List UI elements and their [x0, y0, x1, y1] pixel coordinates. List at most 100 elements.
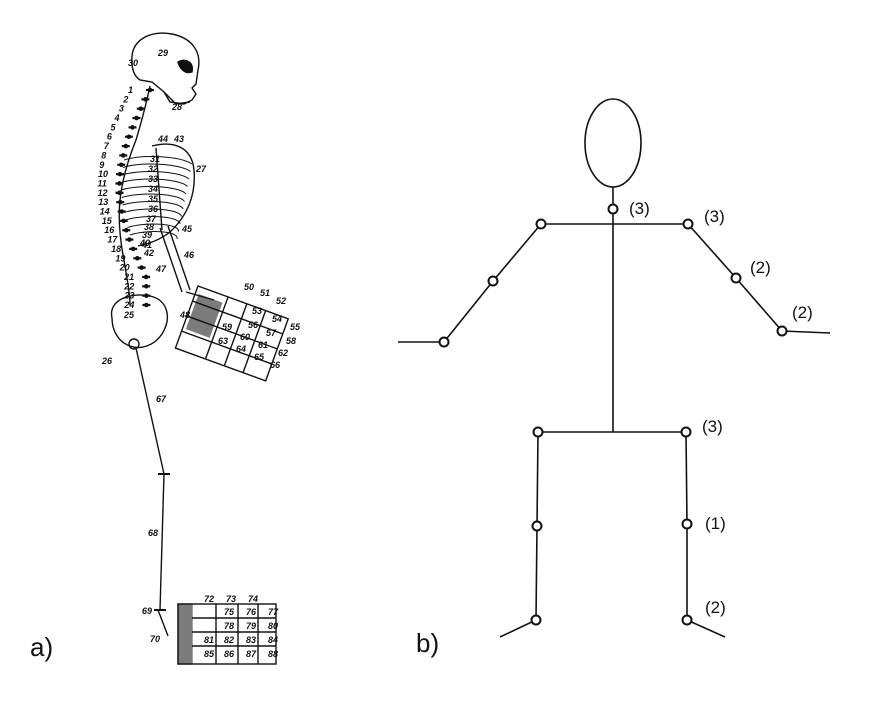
- rib-label: 32: [148, 164, 158, 174]
- rib-label: 38: [144, 222, 154, 232]
- vertebra-label: 22: [123, 281, 134, 291]
- vertebra-label: 4: [114, 113, 120, 123]
- pelvis: [110, 294, 169, 349]
- vertebra-joint: [117, 190, 122, 196]
- vertebra-joint: [121, 218, 126, 224]
- vertebra-joint: [135, 255, 140, 261]
- right-thigh: [685, 431, 688, 525]
- jaw: [163, 91, 191, 105]
- foot-grid: [177, 603, 277, 665]
- pelvis-label: 26: [101, 356, 113, 366]
- vertebra-label: 7: [104, 141, 110, 151]
- hand-label: 66: [270, 360, 281, 370]
- rib-label: 41: [141, 240, 152, 250]
- vertebra-joint: [118, 162, 124, 168]
- hand-label: 57: [266, 328, 277, 338]
- vertebra-label: 9: [99, 160, 104, 170]
- vertebra-joint: [130, 246, 136, 252]
- hand-label: 53: [252, 306, 262, 316]
- vertebra-joint: [147, 87, 153, 93]
- hand-label: 63: [218, 336, 228, 346]
- vertebra-joint: [143, 274, 149, 280]
- foot-label: 76: [246, 607, 257, 617]
- hand-grid: [174, 285, 290, 382]
- vertebra-joint: [120, 153, 126, 158]
- dof-labels: (3) (3) (2) (2) (3) (1) (2): [629, 199, 813, 617]
- head: [584, 98, 642, 188]
- skull-label: 29: [157, 48, 168, 58]
- rib: [121, 193, 185, 202]
- leg-label: 70: [150, 634, 160, 644]
- vertebra-label: 12: [97, 188, 107, 198]
- vertebra-joint: [130, 125, 135, 130]
- hand-label: 60: [240, 332, 250, 342]
- left-elbow-joint: [487, 275, 499, 287]
- leg-label: 68: [148, 528, 158, 538]
- hand-label: 65: [254, 352, 265, 362]
- rib: [124, 156, 193, 165]
- left-forearm: [443, 280, 494, 343]
- ankle: [157, 609, 169, 637]
- foot-label: 80: [268, 621, 278, 631]
- left-wrist-joint: [438, 336, 450, 348]
- rib-label: 34: [148, 184, 158, 194]
- dof-label-neck: (3): [629, 199, 650, 218]
- rib-label: 43: [173, 134, 184, 144]
- stick-figure-joints: [438, 203, 788, 626]
- hand-label: 64: [236, 344, 246, 354]
- vertebra-joint: [144, 302, 149, 308]
- hand-label: 58: [286, 336, 296, 346]
- panel-a-label: a): [30, 632, 53, 662]
- right-ankle-joint: [681, 614, 693, 626]
- rib: [122, 163, 191, 172]
- neck-joint: [607, 203, 619, 215]
- hand-label: 59: [222, 322, 232, 332]
- arm-label: 48: [179, 310, 190, 320]
- left-shank: [535, 525, 538, 621]
- hip-joint: [128, 338, 140, 350]
- hand-label: 61: [258, 340, 268, 350]
- vertebrae: [115, 87, 170, 611]
- left-knee-joint: [531, 520, 543, 532]
- vertebra-label: 17: [107, 235, 118, 245]
- vertebra-label: 15: [102, 216, 113, 226]
- rib-label: 36: [148, 204, 159, 214]
- foot-label: 88: [268, 649, 278, 659]
- foot-label: 81: [204, 635, 214, 645]
- foot-label: 82: [224, 635, 234, 645]
- hand-label: 54: [272, 314, 282, 324]
- rib: [123, 208, 182, 217]
- right-wrist-joint: [776, 325, 788, 337]
- hand-label: 51: [260, 288, 270, 298]
- vertebra-joint: [134, 115, 139, 121]
- foot-label: 75: [224, 607, 235, 617]
- vertebra-joint: [126, 134, 132, 140]
- vertebra-label: 14: [100, 207, 110, 217]
- shank: [159, 473, 165, 611]
- foot-label: 83: [246, 635, 256, 645]
- foot-label: 85: [204, 649, 215, 659]
- rib: [122, 201, 184, 210]
- right-elbow-joint: [730, 272, 742, 284]
- dof-label-ankle: (2): [705, 598, 726, 617]
- vertebra-label: 23: [123, 291, 134, 301]
- thigh: [135, 347, 165, 475]
- left-shoulder-joint: [535, 218, 547, 230]
- rib: [121, 171, 190, 180]
- hand-label: 55: [290, 322, 301, 332]
- dof-label-knee: (1): [705, 514, 726, 533]
- vertebra-label: 21: [123, 272, 134, 282]
- vertebra-joint: [143, 284, 149, 289]
- ribcage-outline: [137, 143, 195, 247]
- vertebra-joint: [123, 143, 129, 149]
- pelvis-label: 25: [123, 310, 135, 320]
- rib-label: 42: [143, 248, 154, 258]
- skeleton-drawing: [110, 32, 290, 665]
- vertebra-label: 24: [123, 300, 134, 310]
- right-knee-joint: [681, 518, 693, 530]
- right-upper-arm: [687, 223, 737, 279]
- vertebra-label: 8: [101, 150, 106, 160]
- skull-label: 30: [128, 58, 138, 68]
- leg-label: 67: [156, 394, 167, 404]
- arm-label: 46: [183, 250, 195, 260]
